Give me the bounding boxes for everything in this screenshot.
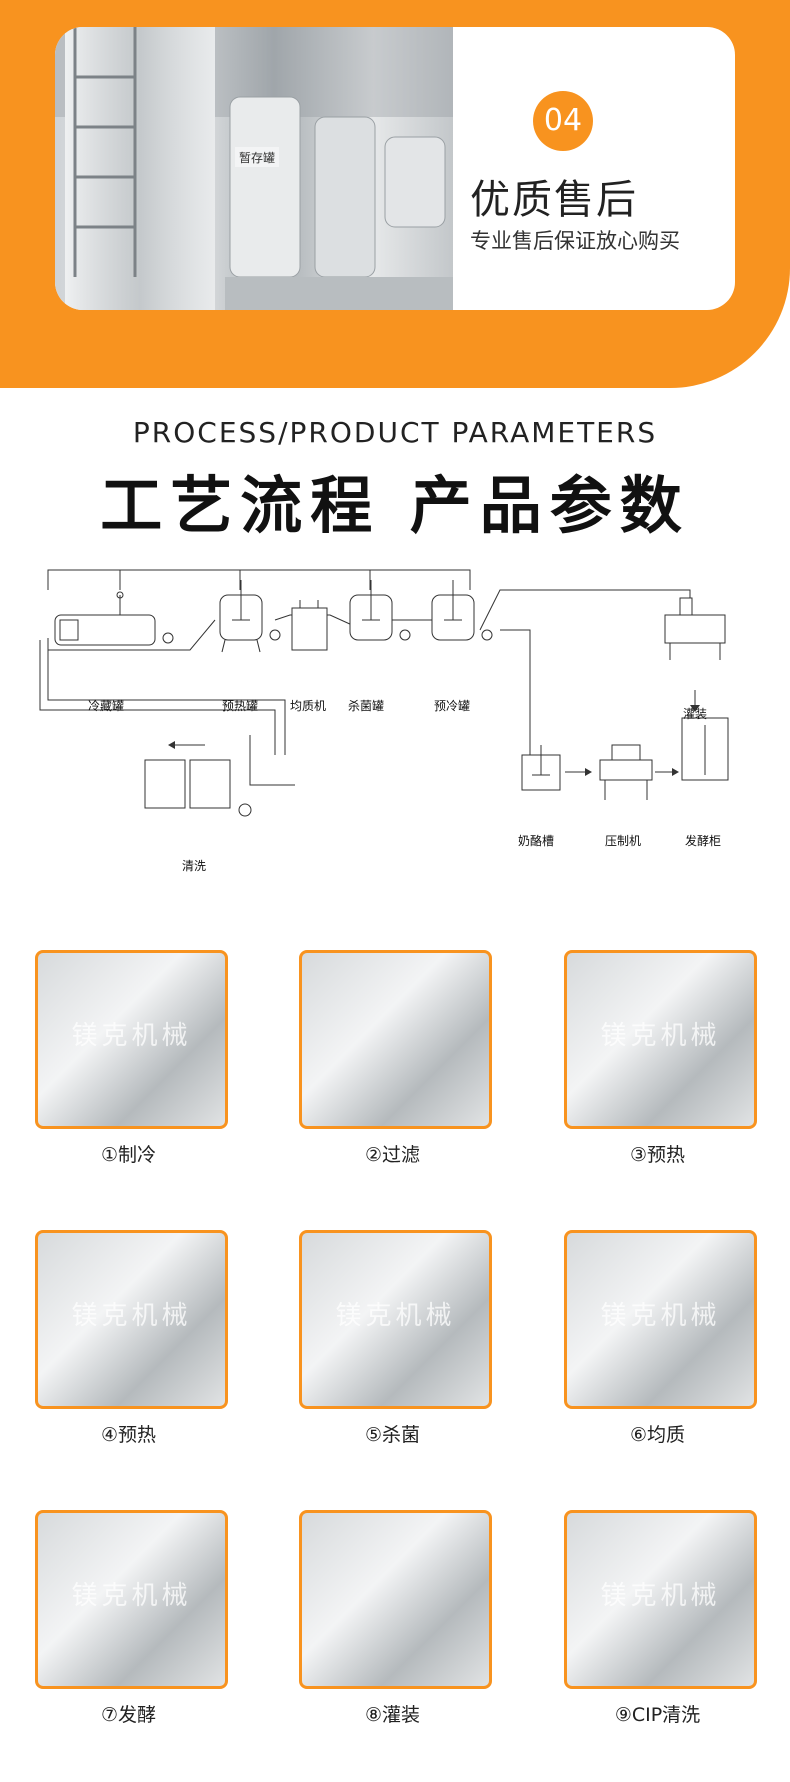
step-caption-7: ⑦发酵: [100, 1704, 157, 1726]
step-photo-8: [299, 1510, 492, 1689]
tank-sterilize-icon: [349, 580, 411, 641]
step-photo-7: 镁克机械: [35, 1510, 228, 1689]
label-tank-cold: 冷藏罐: [88, 699, 124, 713]
step-caption-1: ①制冷: [100, 1144, 157, 1166]
step-caption-6: ⑥均质: [629, 1424, 686, 1446]
factory-photo: 暂存罐: [55, 27, 453, 310]
section-title-en: PROCESS/PRODUCT PARAMETERS: [132, 416, 658, 449]
step-photo-4: 镁克机械: [35, 1230, 228, 1409]
hero-subtitle: 专业售后保证放心购买: [470, 229, 680, 253]
label-ferment-cabinet: 发酵柜: [685, 833, 721, 848]
tank-cold-icon: [54, 591, 174, 646]
step-caption-4: ④预热: [100, 1424, 157, 1446]
factory-photo-illustration: 暂存罐: [55, 27, 453, 310]
watermark: 镁克机械: [71, 1021, 192, 1051]
tank-precool-icon: [431, 580, 493, 641]
step-photo-2: [299, 950, 492, 1129]
tank-preheat-icon: [219, 580, 281, 653]
step-caption-2: ②过滤: [364, 1144, 421, 1166]
step-photo-1: 镁克机械: [35, 950, 228, 1129]
hero-title: 优质售后: [470, 177, 638, 223]
step-photo-6: 镁克机械: [564, 1230, 757, 1409]
label-cheese-tank: 奶酪槽: [518, 833, 554, 848]
section-title-cn: 工艺流程 产品参数: [100, 469, 690, 542]
press-machine-icon: [599, 744, 679, 800]
ferment-cabinet-icon: [681, 717, 729, 781]
hero-card: 暂存罐 04 优质售后 专业售后保证放心购买: [55, 27, 735, 310]
process-flow-diagram: 冷藏罐 预热罐 均质机 杀菌罐 预冷罐 灌装 清洗 奶酪槽 压制机 发酵柜: [39, 569, 729, 873]
watermark: 镁克机械: [71, 1301, 192, 1331]
label-tank-preheat: 预热罐: [222, 699, 258, 713]
label-tank-sterilize: 杀菌罐: [348, 698, 384, 713]
label-homogenizer: 均质机: [290, 699, 326, 713]
step-number-badge: 04: [533, 91, 593, 151]
step-caption-3: ③预热: [629, 1144, 686, 1166]
filling-machine-icon: [664, 597, 726, 712]
watermark: 镁克机械: [600, 1301, 721, 1331]
watermark: 镁克机械: [335, 1301, 456, 1331]
step-photo-3: 镁克机械: [564, 950, 757, 1129]
step-caption-5: ⑤杀菌: [364, 1424, 421, 1446]
label-cleaning: 清洗: [182, 859, 206, 873]
watermark: 镁克机械: [600, 1021, 721, 1051]
watermark: 镁克机械: [600, 1581, 721, 1611]
step-photo-5: 镁克机械: [299, 1230, 492, 1409]
watermark: 镁克机械: [71, 1581, 192, 1611]
label-filling: 灌装: [683, 707, 707, 721]
cheese-tank-icon: [521, 745, 592, 791]
step-caption-8: ⑧灌装: [364, 1704, 421, 1726]
label-tank-precool: 预冷罐: [434, 699, 470, 713]
cleaning-station-icon: [144, 741, 252, 817]
homogenizer-icon: [291, 600, 328, 651]
photo-tank-label: 暂存罐: [239, 151, 275, 165]
step-photo-9: 镁克机械: [564, 1510, 757, 1689]
step-caption-9: ⑨CIP清洗: [614, 1704, 701, 1726]
label-press: 压制机: [605, 834, 641, 848]
